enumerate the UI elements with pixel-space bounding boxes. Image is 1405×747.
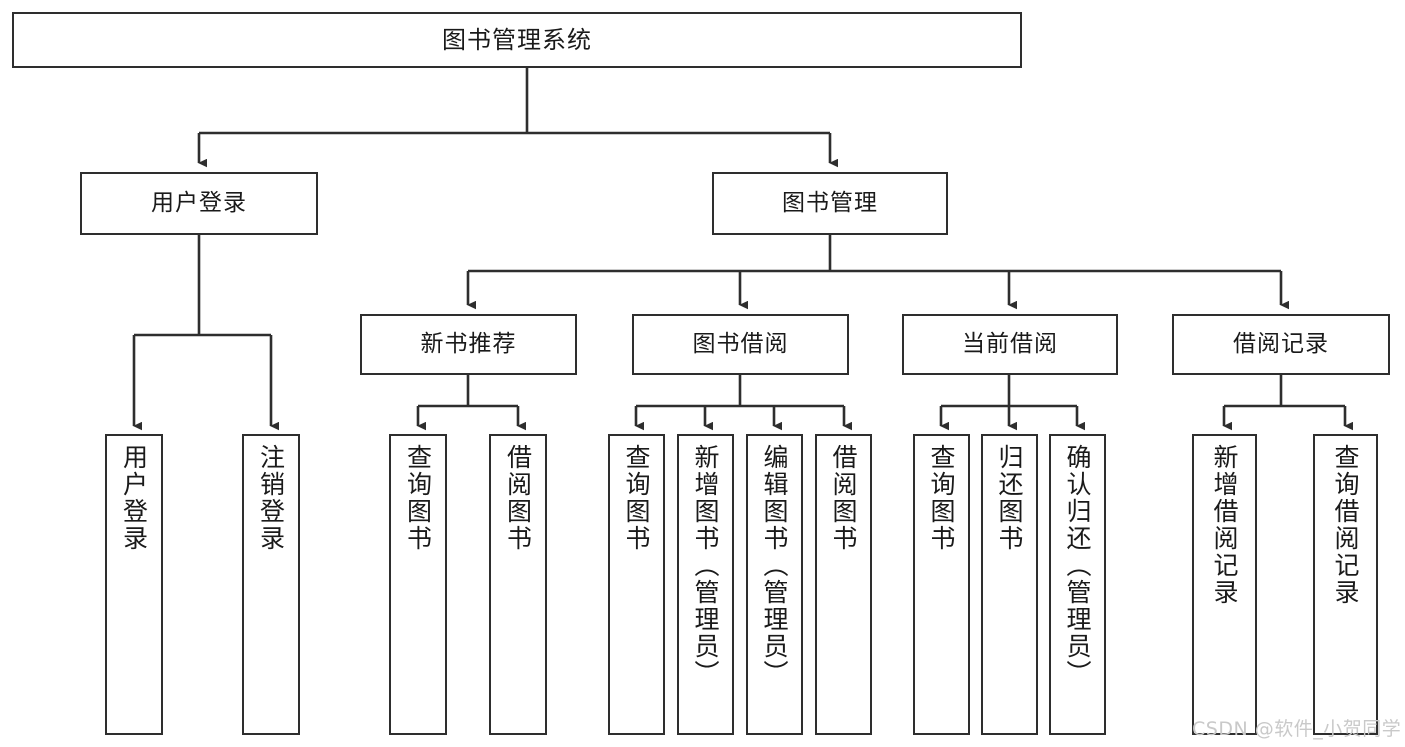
node-label: 借阅记录 [1233, 330, 1329, 357]
node-label: 用户登录 [119, 444, 149, 552]
leaf-query-book-recommendation[interactable]: 查询图书 [389, 434, 447, 735]
node-user-login[interactable]: 用户登录 [80, 172, 318, 235]
node-label: 图书管理系统 [442, 25, 592, 54]
node-borrow-record[interactable]: 借阅记录 [1172, 314, 1390, 375]
node-label: 归还图书 [995, 444, 1024, 552]
node-label: 新增借阅记录 [1210, 444, 1239, 606]
leaf-add-borrow-record[interactable]: 新增借阅记录 [1192, 434, 1257, 735]
node-label: 图书借阅 [692, 330, 789, 357]
node-label: 注销登录 [256, 444, 286, 552]
node-label: 图书管理 [782, 189, 878, 216]
node-label: 借阅图书 [829, 444, 858, 552]
leaf-confirm-return-admin[interactable]: 确认归还（管理员） [1049, 434, 1106, 735]
node-label: 新增图书（管理员） [691, 444, 720, 687]
node-label: 查询图书 [927, 444, 956, 552]
node-label: 查询图书 [622, 444, 651, 552]
leaf-query-book-borrow[interactable]: 查询图书 [608, 434, 665, 735]
node-label: 用户登录 [151, 189, 247, 216]
node-current-borrow[interactable]: 当前借阅 [902, 314, 1118, 375]
node-label: 借阅图书 [503, 444, 533, 552]
leaf-user-logout[interactable]: 注销登录 [242, 434, 300, 735]
node-label: 当前借阅 [962, 330, 1058, 357]
node-root-book-management-system[interactable]: 图书管理系统 [12, 12, 1022, 68]
leaf-query-borrow-record[interactable]: 查询借阅记录 [1313, 434, 1378, 735]
leaf-borrow-book-recommendation[interactable]: 借阅图书 [489, 434, 547, 735]
leaf-return-book[interactable]: 归还图书 [981, 434, 1038, 735]
leaf-query-book-current[interactable]: 查询图书 [913, 434, 970, 735]
node-new-book-recommendation[interactable]: 新书推荐 [360, 314, 577, 375]
leaf-add-book-admin[interactable]: 新增图书（管理员） [677, 434, 734, 735]
leaf-edit-book-admin[interactable]: 编辑图书（管理员） [746, 434, 803, 735]
node-label: 确认归还（管理员） [1063, 444, 1092, 687]
node-label: 编辑图书（管理员） [760, 444, 789, 687]
node-label: 查询借阅记录 [1331, 444, 1360, 606]
node-label: 新书推荐 [420, 330, 517, 357]
leaf-borrow-book-borrow[interactable]: 借阅图书 [815, 434, 872, 735]
leaf-user-login[interactable]: 用户登录 [105, 434, 163, 735]
watermark: CSDN @软件_小贺同学 [1192, 718, 1402, 740]
node-book-borrow[interactable]: 图书借阅 [632, 314, 849, 375]
node-label: 查询图书 [403, 444, 433, 552]
node-book-manage[interactable]: 图书管理 [712, 172, 948, 235]
